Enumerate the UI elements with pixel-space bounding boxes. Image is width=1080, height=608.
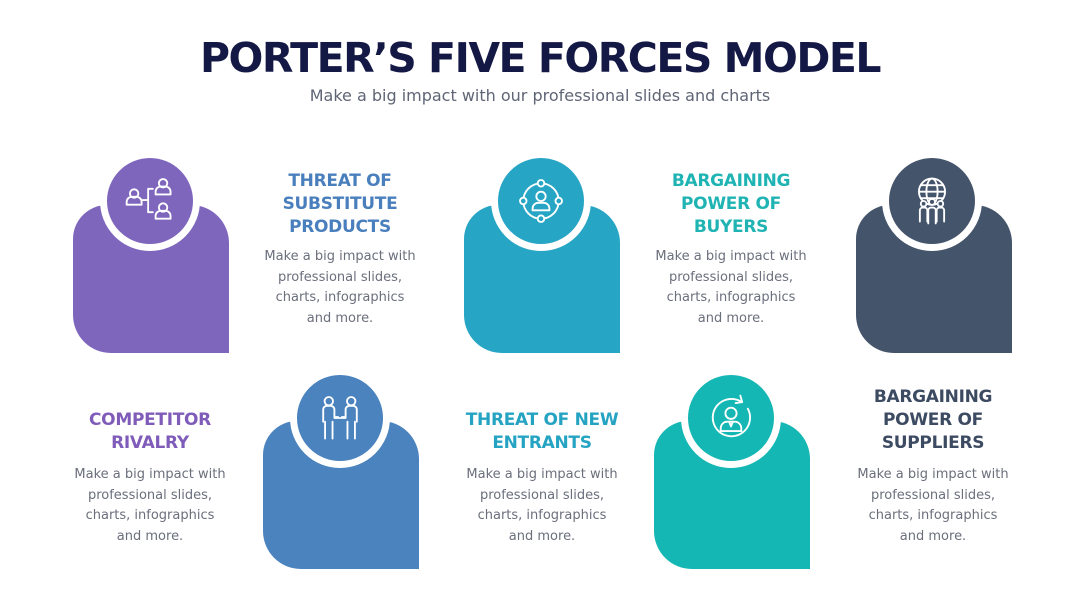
network-user-icon bbox=[519, 179, 563, 223]
page-subtitle: Make a big impact with our professional … bbox=[309, 86, 771, 105]
rotating-user-icon bbox=[711, 394, 751, 438]
badge-competitor-rivalry bbox=[290, 368, 390, 468]
badge-threat-of-new-entrants bbox=[681, 368, 781, 468]
badge-threat-of-substitute-products bbox=[100, 151, 200, 251]
business-handshake-icon bbox=[322, 396, 358, 440]
organization-chart-icon bbox=[125, 178, 172, 220]
page-title: PORTER’S FIVE FORCES MODEL bbox=[200, 34, 881, 82]
global-team-icon bbox=[918, 177, 946, 225]
badge-bargaining-power-of-suppliers bbox=[882, 151, 982, 251]
badge-bargaining-power-of-buyers bbox=[491, 151, 591, 251]
